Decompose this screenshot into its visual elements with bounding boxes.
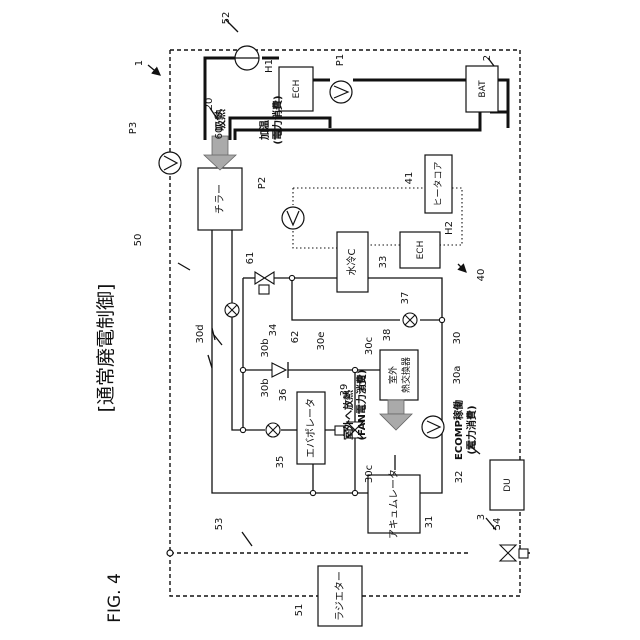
- solenoid-valve-34: [255, 272, 274, 294]
- chiller: チラー: [198, 168, 242, 230]
- ech-h1-label: ECH: [292, 80, 302, 99]
- leader-lines: [148, 20, 496, 546]
- heating-power-label: (電力消費): [271, 95, 284, 144]
- compressor-32: [422, 416, 444, 438]
- ref-62: 62: [290, 331, 301, 344]
- ref-30c-2: 30c: [358, 375, 369, 393]
- ref-20: 20: [204, 98, 215, 111]
- evaporator: エバポレータ: [297, 392, 325, 464]
- radiator-label: ラジエター: [334, 571, 346, 621]
- ref-33: 33: [378, 256, 389, 269]
- ref-53: 53: [214, 518, 225, 531]
- ref-p2: P2: [257, 177, 268, 189]
- ref-60: 60: [214, 127, 225, 140]
- ref-32: 32: [454, 471, 465, 484]
- ref-35: 35: [275, 456, 286, 469]
- pump-p1: [330, 81, 352, 103]
- radiator: ラジエター: [318, 566, 362, 626]
- ref-38: 38: [382, 329, 393, 342]
- battery-label: BAT: [478, 80, 488, 98]
- battery-loop: [205, 58, 508, 140]
- battery: BAT: [466, 66, 498, 112]
- ecomp-power-label: (電力消費): [465, 405, 478, 454]
- pump-p2: [282, 207, 304, 229]
- ref-3: 3: [476, 514, 487, 520]
- ref-30b-2: 30b: [260, 378, 271, 397]
- ref-30d: 30d: [195, 324, 206, 343]
- outdoor-heat-exchanger: 室外 熱交換器: [380, 350, 418, 400]
- ref-30b-1: 30b: [260, 338, 271, 357]
- ref-34: 34: [268, 324, 279, 337]
- heating-label: 加温: [258, 120, 271, 141]
- figure-label: FIG. 4: [105, 573, 125, 623]
- outdoor-release-label: 室外へ放熱: [342, 390, 355, 440]
- evaporator-label: エバポレータ: [305, 398, 317, 458]
- ecomp-label: ECOMP稼働: [452, 400, 465, 460]
- ref-31: 31: [424, 516, 435, 529]
- ref-39: 39: [339, 384, 350, 397]
- ech-h1: ECH: [279, 67, 313, 111]
- expansion-valve-35: [266, 423, 280, 437]
- ref-p3: P3: [128, 122, 139, 134]
- ech-h2: ECH: [400, 232, 440, 268]
- ref-41: 41: [404, 172, 415, 185]
- mode-title: [通常廃電制御]: [95, 284, 117, 413]
- valve-52: [235, 46, 259, 70]
- chiller-label: チラー: [214, 184, 226, 214]
- ref-50: 50: [133, 234, 144, 247]
- pump-p3: [159, 152, 181, 174]
- expansion-valve-61: [225, 303, 239, 317]
- ref-54: 54: [492, 518, 503, 531]
- du-label: DU: [503, 478, 513, 492]
- water-cooled-c-label: 水冷C: [345, 248, 358, 275]
- ref-61: 61: [245, 252, 256, 265]
- reference-numerals: 1 2 3 20 30 30a 30b 30b 30c 30c 30c 30d …: [128, 12, 503, 617]
- ref-2: 2: [482, 55, 493, 61]
- ref-52: 52: [221, 12, 232, 25]
- outdoor-hx-label-2: 熱交換器: [400, 357, 412, 393]
- heater-core-label: ヒータコア: [433, 161, 444, 206]
- ref-1: 1: [134, 60, 145, 66]
- ref-36: 36: [278, 389, 289, 402]
- ref-p1: P1: [335, 54, 346, 66]
- heat-absorb-arrow: [204, 136, 236, 170]
- ref-h1: H1: [264, 59, 275, 73]
- ref-30e: 30e: [316, 332, 327, 351]
- ref-30c-1: 30c: [364, 337, 375, 355]
- ref-40: 40: [476, 269, 487, 282]
- water-cooled-condenser: 水冷C: [337, 232, 368, 292]
- ref-30a: 30a: [452, 366, 463, 385]
- accumulator-label: アキュムレータ: [388, 469, 400, 539]
- expansion-valve-37: [403, 313, 417, 327]
- drive-unit: DU: [490, 460, 524, 510]
- ech-h2-label: ECH: [416, 241, 426, 260]
- solenoid-valve-54: [500, 545, 528, 561]
- heater-core: ヒータコア: [425, 155, 452, 213]
- ref-h2: H2: [444, 221, 455, 235]
- ref-30: 30: [452, 332, 463, 345]
- ref-51: 51: [294, 604, 305, 617]
- accumulator: アキュムレータ: [368, 469, 420, 539]
- check-valve-62: [272, 362, 288, 378]
- ref-37: 37: [400, 292, 411, 305]
- ref-30c-3: 30c: [364, 465, 375, 483]
- heat-release-arrow: [380, 400, 412, 430]
- outdoor-hx-label-1: 室外: [387, 366, 399, 384]
